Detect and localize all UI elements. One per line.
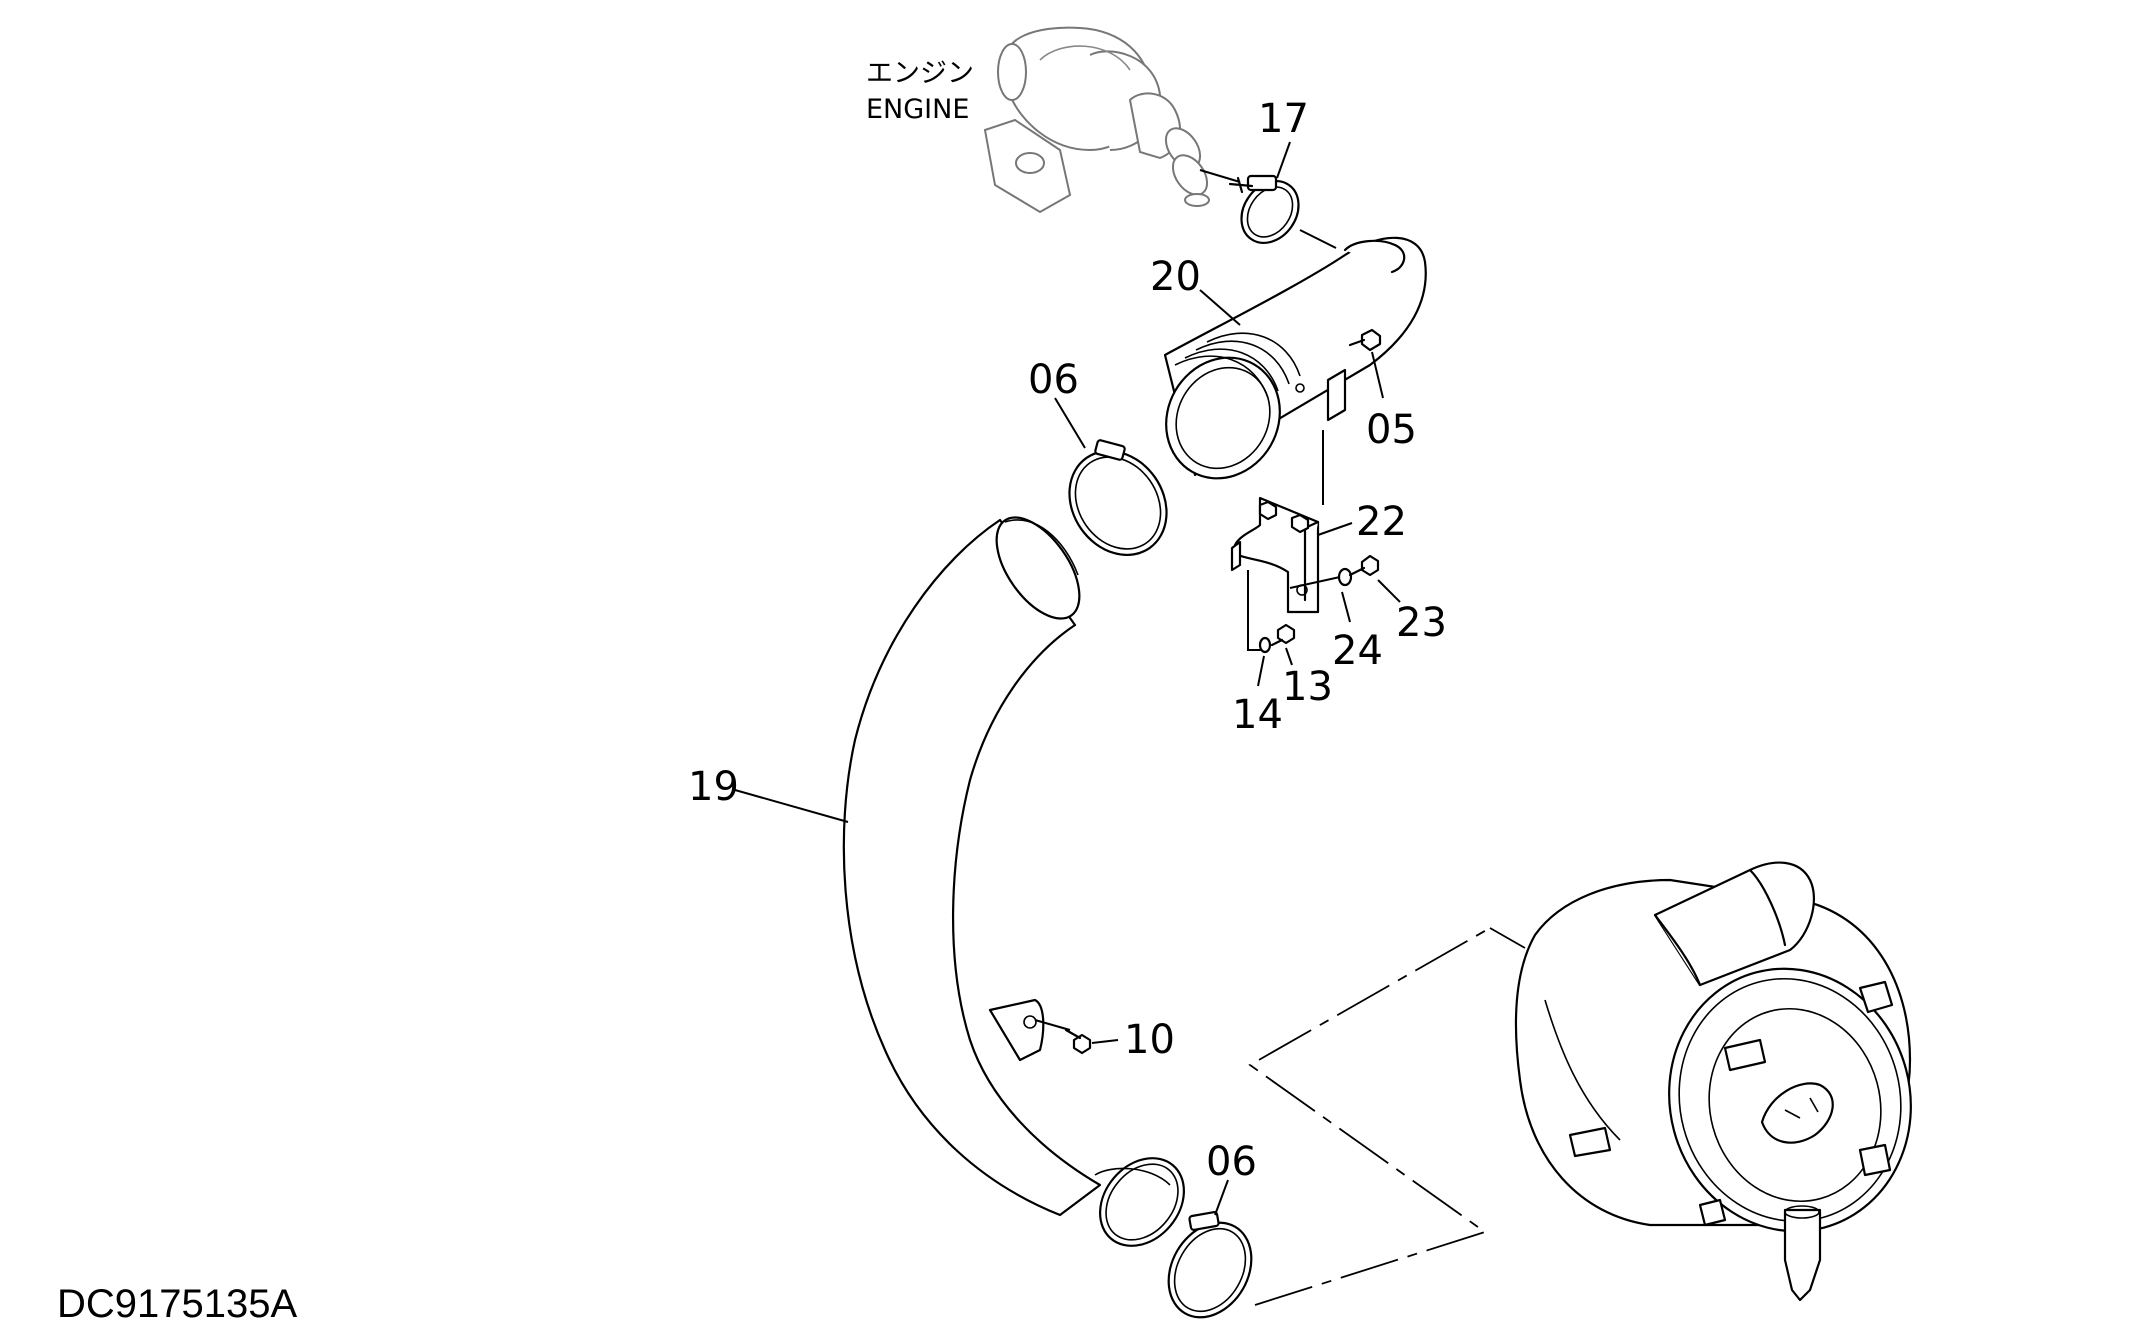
washer-24	[1337, 567, 1353, 587]
elbow-hose-20	[1163, 236, 1427, 480]
air-cleaner	[1514, 861, 1912, 1302]
engine-turbocharger	[983, 26, 1210, 214]
leader-10	[1091, 1039, 1119, 1044]
air-cleaner-connection-end	[1489, 927, 1526, 949]
callout-06a: 06	[1028, 357, 1079, 403]
leader-13	[1285, 647, 1293, 666]
callout-14: 14	[1232, 692, 1283, 738]
clamp-17	[1228, 174, 1300, 244]
clamp17-leader	[1299, 229, 1337, 249]
bolt-05	[1348, 328, 1382, 352]
leader-06a	[1054, 397, 1086, 449]
callout-13: 13	[1282, 664, 1333, 710]
callout-06b: 06	[1206, 1139, 1257, 1185]
callout-22: 22	[1356, 499, 1407, 545]
hose-bracket	[988, 998, 1045, 1062]
bracket-bolt-line	[1034, 1019, 1071, 1031]
callout-20: 20	[1150, 254, 1201, 300]
leader-24	[1341, 591, 1351, 623]
leader-22	[1317, 522, 1353, 536]
bolt-23	[1348, 554, 1380, 577]
engine-label-en: ENGINE	[866, 94, 969, 125]
washer-14	[1258, 636, 1272, 654]
leader-20	[1199, 289, 1241, 326]
hose-19	[842, 516, 1185, 1247]
drawing-code: DC9175135A	[57, 1282, 297, 1326]
air-cleaner-connection-line	[1248, 927, 1491, 1306]
turbo-leader	[1199, 169, 1241, 183]
bracket-washer-line	[1289, 576, 1341, 589]
callout-24: 24	[1332, 628, 1383, 674]
leader-17	[1276, 141, 1291, 179]
callout-10: 10	[1124, 1017, 1175, 1063]
callout-23: 23	[1396, 600, 1447, 646]
leader-06b	[1214, 1179, 1229, 1216]
callout-19: 19	[688, 764, 739, 810]
clamp-06-lower	[1167, 1211, 1253, 1319]
leader-05	[1371, 351, 1384, 399]
engine-label-ja: エンジン	[866, 58, 974, 89]
leader-14	[1257, 655, 1265, 687]
bolt-13	[1270, 623, 1296, 647]
bracket-22	[1230, 496, 1320, 614]
leader-23	[1377, 579, 1401, 603]
leader-19	[734, 789, 849, 823]
clamp-06-upper	[1068, 439, 1168, 557]
bracket-lower-line	[1247, 570, 1262, 651]
callout-17: 17	[1258, 96, 1309, 142]
bolt-10	[1064, 1028, 1092, 1055]
callout-05: 05	[1366, 407, 1417, 453]
